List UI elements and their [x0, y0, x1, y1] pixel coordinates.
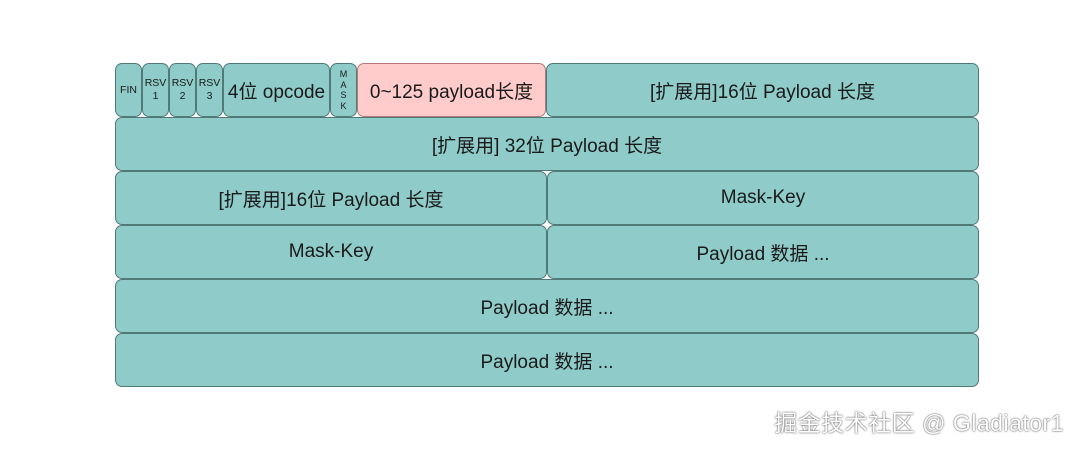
rsv3-label: RSV	[198, 77, 221, 89]
extended-length-16-label: [扩展用]16位 Payload 长度	[650, 81, 875, 103]
payload-data-field-3: Payload 数据 ...	[115, 333, 979, 387]
frame-row-1: FIN RSV 1 RSV 2 RSV 3 4位 opcode M	[115, 63, 979, 117]
rsv3-field: RSV 3	[196, 63, 223, 117]
payload-length-label: 0~125 payload长度	[369, 81, 534, 103]
payload-data-label: Payload 数据 ...	[696, 243, 830, 265]
frame-row-5: Payload 数据 ...	[115, 279, 979, 333]
watermark: 掘金技术社区 @ Gladiator1	[774, 410, 1064, 436]
mask-key-label: Mask-Key	[720, 187, 806, 208]
mask-letter-m: M	[339, 69, 348, 79]
extended-length-16-field: [扩展用]16位 Payload 长度	[546, 63, 979, 117]
rsv1-number: 1	[152, 90, 159, 102]
mask-letter-a: A	[340, 79, 347, 90]
frame-row-4: Mask-Key Payload 数据 ...	[115, 225, 979, 279]
mask-key-label-2: Mask-Key	[288, 241, 374, 262]
frame-row-3: [扩展用]16位 Payload 长度 Mask-Key	[115, 171, 979, 225]
mask-letter-k: K	[340, 100, 347, 111]
extended-length-32-label: [扩展用] 32位 Payload 长度	[431, 135, 663, 157]
frame-row-2: [扩展用] 32位 Payload 长度	[115, 117, 979, 171]
rsv3-number: 3	[206, 90, 213, 102]
payload-data-label-3: Payload 数据 ...	[480, 351, 614, 373]
frame-row-6: Payload 数据 ...	[115, 333, 979, 387]
rsv2-field: RSV 2	[169, 63, 196, 117]
payload-data-label-2: Payload 数据 ...	[480, 297, 614, 319]
fin-label: FIN	[120, 83, 137, 96]
opcode-field: 4位 opcode	[223, 63, 330, 117]
mask-bit-field: M A S K	[330, 63, 357, 117]
opcode-label: 4位 opcode	[227, 81, 326, 103]
payload-data-field: Payload 数据 ...	[547, 225, 979, 279]
rsv1-field: RSV 1	[142, 63, 169, 117]
fin-field: FIN	[115, 63, 142, 117]
extended-length-32-field: [扩展用] 32位 Payload 长度	[115, 117, 979, 171]
websocket-frame-diagram: FIN RSV 1 RSV 2 RSV 3 4位 opcode M	[115, 63, 979, 387]
mask-key-field-2: Mask-Key	[115, 225, 547, 279]
payload-length-field: 0~125 payload长度	[357, 63, 546, 117]
rsv2-number: 2	[179, 90, 186, 102]
payload-data-field-2: Payload 数据 ...	[115, 279, 979, 333]
extended-length-16-label-2: [扩展用]16位 Payload 长度	[218, 189, 444, 211]
mask-letter-s: S	[340, 90, 347, 100]
rsv2-label: RSV	[171, 77, 194, 89]
extended-length-16-field-2: [扩展用]16位 Payload 长度	[115, 171, 547, 225]
rsv1-label: RSV	[144, 77, 167, 89]
mask-key-field: Mask-Key	[547, 171, 979, 225]
